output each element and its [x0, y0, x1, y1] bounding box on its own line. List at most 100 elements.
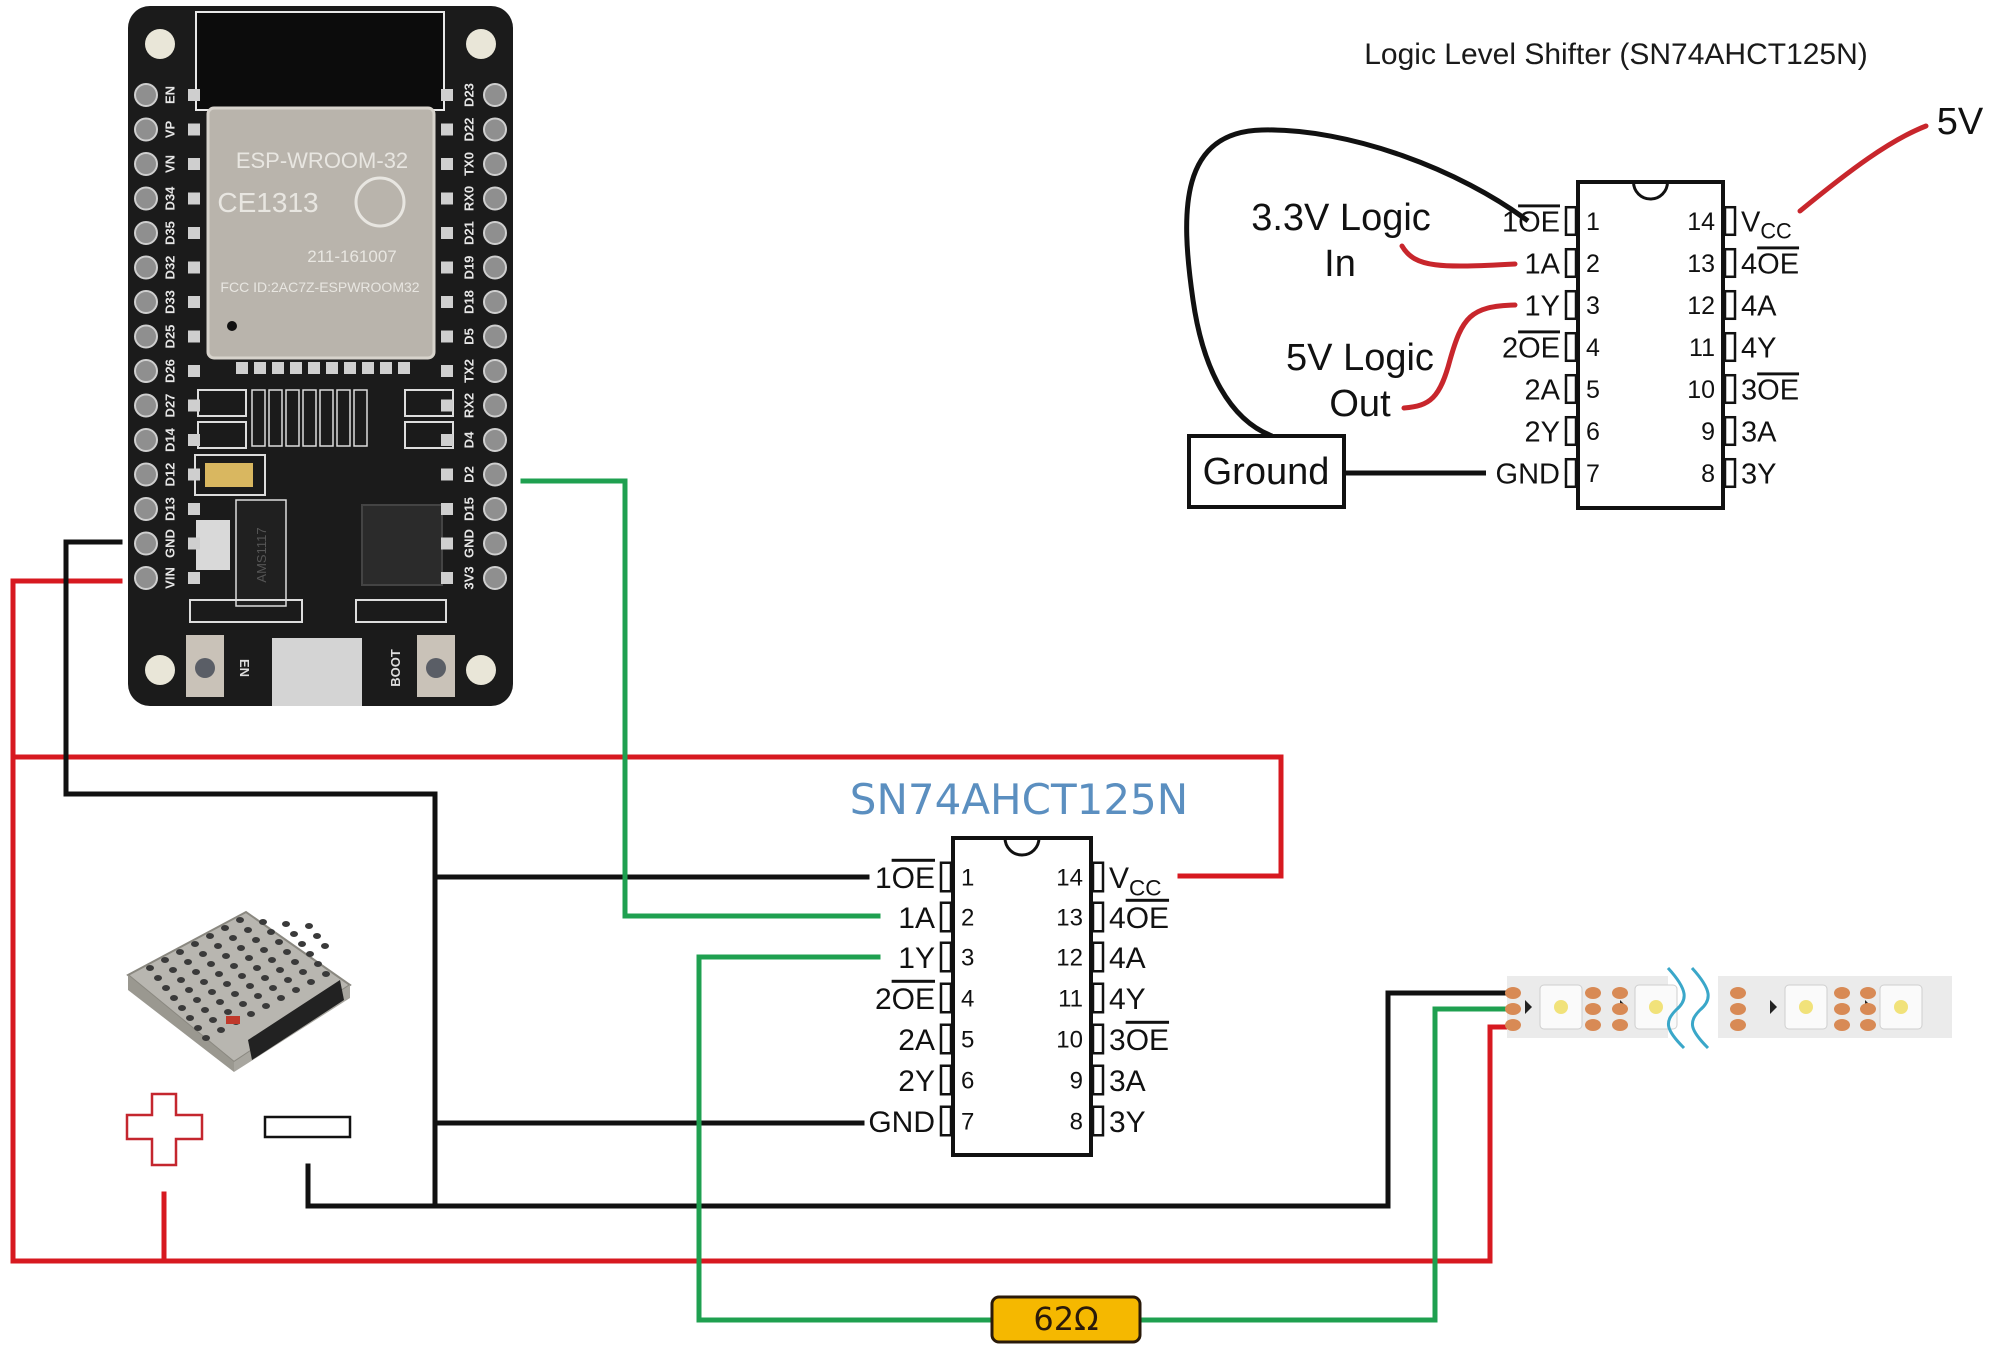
pin-number: 3	[1586, 292, 1600, 320]
vent-hole	[223, 981, 231, 987]
led-emitter	[1554, 1000, 1568, 1014]
module-side-pad	[441, 537, 453, 550]
solder-pad	[1860, 1003, 1876, 1015]
input-label-line1: 3.3V Logic	[1251, 197, 1431, 239]
module-side-pad	[188, 296, 200, 308]
module-side-pad	[188, 399, 200, 412]
module-pad	[236, 362, 248, 374]
vent-hole	[314, 961, 322, 967]
vent-hole	[244, 927, 252, 933]
vent-hole	[177, 977, 185, 983]
header-pin	[134, 462, 158, 487]
module-side-pad	[441, 503, 453, 515]
pin-label: D15	[461, 497, 476, 521]
module-name: ESP-WROOM-32	[236, 148, 408, 173]
solder-pad	[1730, 1019, 1746, 1031]
vent-hole	[299, 969, 307, 975]
chip-pin	[1091, 1064, 1105, 1096]
header-pin	[134, 255, 158, 280]
pin-number: 7	[961, 1109, 974, 1136]
module-side-pad	[441, 330, 453, 343]
pin-number: 1	[1586, 208, 1600, 236]
header-pin	[483, 221, 507, 245]
solder-pad	[1834, 1019, 1850, 1031]
vent-hole	[193, 997, 201, 1003]
psu-terminal-block	[248, 980, 344, 1060]
vent-hole	[230, 963, 238, 969]
vent-hole	[216, 999, 224, 1005]
vent-hole	[247, 1011, 255, 1017]
pin-number: 8	[1070, 1109, 1083, 1136]
header-pin	[483, 566, 507, 590]
pin-number: 11	[1689, 334, 1715, 362]
pin-label: GND	[461, 529, 476, 558]
pin-name: 3Y	[1109, 1106, 1146, 1139]
module-side-pad	[441, 261, 453, 274]
pin-name: 4OE	[1109, 902, 1169, 935]
header-pin	[134, 152, 158, 176]
micro-usb-port[interactable]	[272, 638, 362, 706]
header-pin	[483, 359, 507, 383]
solder-pad	[1585, 1019, 1601, 1031]
pin-name: 1OE	[875, 862, 935, 895]
module-pad	[380, 362, 392, 374]
pin-number: 5	[1586, 376, 1600, 404]
pin-label: RX0	[461, 186, 476, 211]
header-pin	[134, 531, 158, 556]
solder-pad	[1860, 987, 1876, 999]
vent-hole	[298, 941, 306, 947]
header-pin	[134, 290, 158, 314]
pin-name: 3OE	[1741, 374, 1799, 406]
module-side-pad	[188, 365, 200, 377]
pin-name: 3A	[1109, 1065, 1146, 1098]
vent-hole	[178, 1005, 186, 1011]
vent-hole	[275, 939, 283, 945]
vent-hole	[276, 967, 284, 973]
vent-hole	[217, 1027, 225, 1033]
right-pin-header: D23D22TX0RX0D21D19D18D5TX2RX2D4D2D15GND3…	[441, 83, 507, 590]
pin-label: GND	[162, 529, 177, 558]
pin-name: 3A	[1741, 416, 1777, 448]
module-pads	[236, 362, 410, 374]
pin-label: D25	[162, 325, 177, 349]
led-strip	[1505, 966, 1952, 1050]
pin-label: D22	[461, 118, 476, 142]
schematic-title: Logic Level Shifter (SN74AHCT125N)	[1364, 38, 1868, 71]
vent-hole	[236, 917, 244, 923]
solder-pad	[1730, 1003, 1746, 1015]
pin-name: 3OE	[1109, 1024, 1169, 1057]
header-pin	[483, 255, 507, 280]
vent-hole	[313, 933, 321, 939]
strip-break-icon	[1666, 966, 1686, 1050]
ground-box	[1187, 434, 1346, 509]
pin-label: 3V3	[461, 566, 476, 589]
data-direction-arrow-icon	[1770, 1000, 1777, 1014]
module-side-pad	[441, 434, 453, 446]
smd-resistor	[251, 389, 266, 447]
pin-number: 4	[961, 986, 974, 1013]
vent-hole	[199, 951, 207, 957]
module-side-pad	[188, 434, 200, 446]
wire-d2-to-1a	[520, 478, 881, 919]
reference-schematic: Logic Level Shifter (SN74AHCT125N) Groun…	[1184, 38, 1984, 510]
chip-pin	[939, 1105, 953, 1137]
header-pin	[134, 428, 158, 452]
module-side-pad	[441, 399, 453, 412]
pin-name: 3Y	[1741, 458, 1776, 490]
chip-pin	[1564, 247, 1578, 279]
header-pin	[483, 186, 507, 211]
vent-hole	[224, 1009, 232, 1015]
pin-number: 6	[961, 1068, 974, 1095]
pin-label: D21	[461, 221, 476, 245]
solder-pad	[1860, 1019, 1876, 1031]
pin-label: TX0	[461, 152, 476, 176]
pin1-marker	[227, 321, 237, 331]
vent-hole	[202, 1035, 210, 1041]
pin-number: 2	[961, 905, 974, 932]
chip-pin	[1091, 982, 1105, 1014]
header-pin	[134, 221, 158, 245]
solder-pad	[1612, 1019, 1628, 1031]
vent-hole	[321, 943, 329, 949]
module-side-pad	[188, 158, 200, 170]
vent-hole	[291, 959, 299, 965]
